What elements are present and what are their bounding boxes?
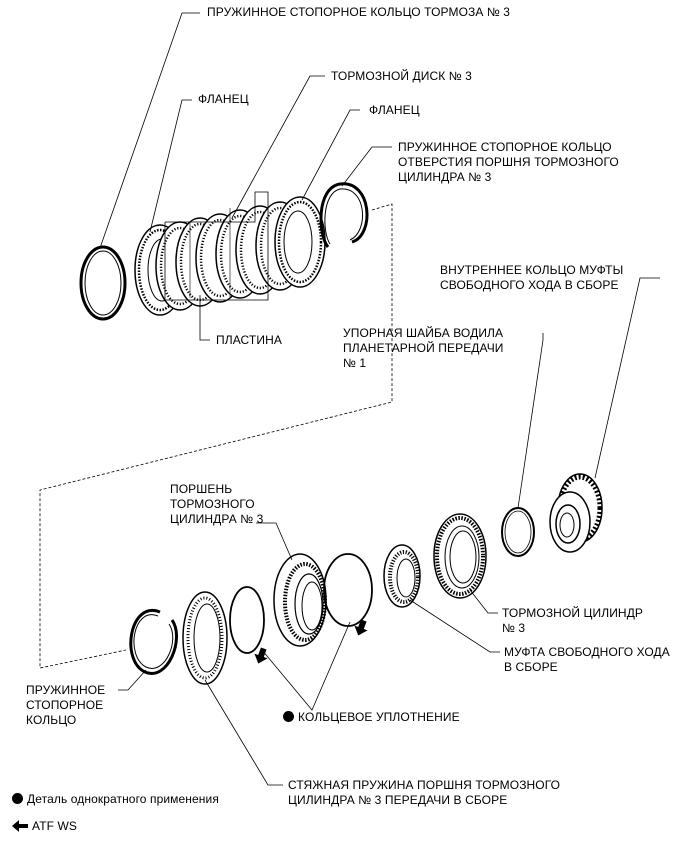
atf-arrow-icon — [12, 820, 28, 832]
brake-cylinder-part — [433, 513, 487, 599]
legend-atf: ATF WS — [12, 819, 77, 834]
non-reusable-dot-icon — [283, 711, 294, 722]
atf-arrow-1 — [254, 647, 268, 664]
one-way-clutch-part — [383, 544, 421, 608]
label-one-way-clutch: МУФТА СВОБОДНОГО ХОДА В СБОРЕ — [504, 645, 670, 674]
return-spring-part — [182, 591, 228, 685]
label-spring-snap-ring: ПРУЖИННОЕ СТОПОРНОЕ КОЛЬЦО — [26, 683, 106, 727]
label-plate: ПЛАСТИНА — [216, 333, 282, 347]
assembly-dashed-line — [39, 203, 393, 669]
piston-hole-snap-ring-part — [319, 182, 369, 248]
label-thrust-washer: УПОРНАЯ ШАЙБА ВОДИЛА ПЛАНЕТАРНОЙ ПЕРЕДАЧ… — [343, 326, 504, 370]
spring-snap-ring-part — [129, 608, 178, 675]
brake-snap-ring-part — [79, 245, 127, 321]
label-brake-snap-ring: ПРУЖИННОЕ СТОПОРНОЕ КОЛЬЦО ТОРМОЗА № 3 — [207, 5, 511, 19]
label-flange-left: ФЛАНЕЦ — [198, 92, 249, 106]
thrust-washer-part — [501, 507, 535, 557]
leader-lines — [99, 12, 660, 786]
legend-non-reusable: Деталь однократного применения — [12, 792, 219, 807]
o-ring-part-2 — [323, 553, 373, 627]
flange-right-part — [274, 196, 326, 288]
brake-piston-part — [273, 553, 327, 647]
plate-bracket — [164, 191, 269, 301]
label-return-spring: СТЯЖНАЯ ПРУЖИНА ПОРШНЯ ТОРМОЗНОГО ЦИЛИНД… — [288, 778, 561, 807]
atf-arrow-2 — [354, 619, 368, 636]
label-o-ring: КОЛЬЦЕВОЕ УПЛОТНЕНИЕ — [283, 710, 460, 725]
label-flange-right: ФЛАНЕЦ — [369, 103, 420, 117]
label-piston-hole-snap-ring: ПРУЖИННОЕ СТОПОРНОЕ КОЛЬЦО ОТВЕРСТИЯ ПОР… — [398, 140, 619, 184]
label-inner-race: ВНУТРЕННЕЕ КОЛЬЦО МУФТЫ СВОБОДНОГО ХОДА … — [440, 263, 624, 292]
o-ring-part-1 — [229, 586, 265, 654]
non-reusable-dot-icon — [12, 793, 23, 804]
inner-race-part — [549, 473, 603, 553]
label-brake-piston: ПОРШЕНЬ ТОРМОЗНОГО ЦИЛИНДРА № 3 — [170, 482, 264, 526]
label-brake-cylinder: ТОРМОЗНОЙ ЦИЛИНДР № 3 — [502, 606, 644, 635]
label-brake-disc: ТОРМОЗНОЙ ДИСК № 3 — [331, 69, 472, 83]
